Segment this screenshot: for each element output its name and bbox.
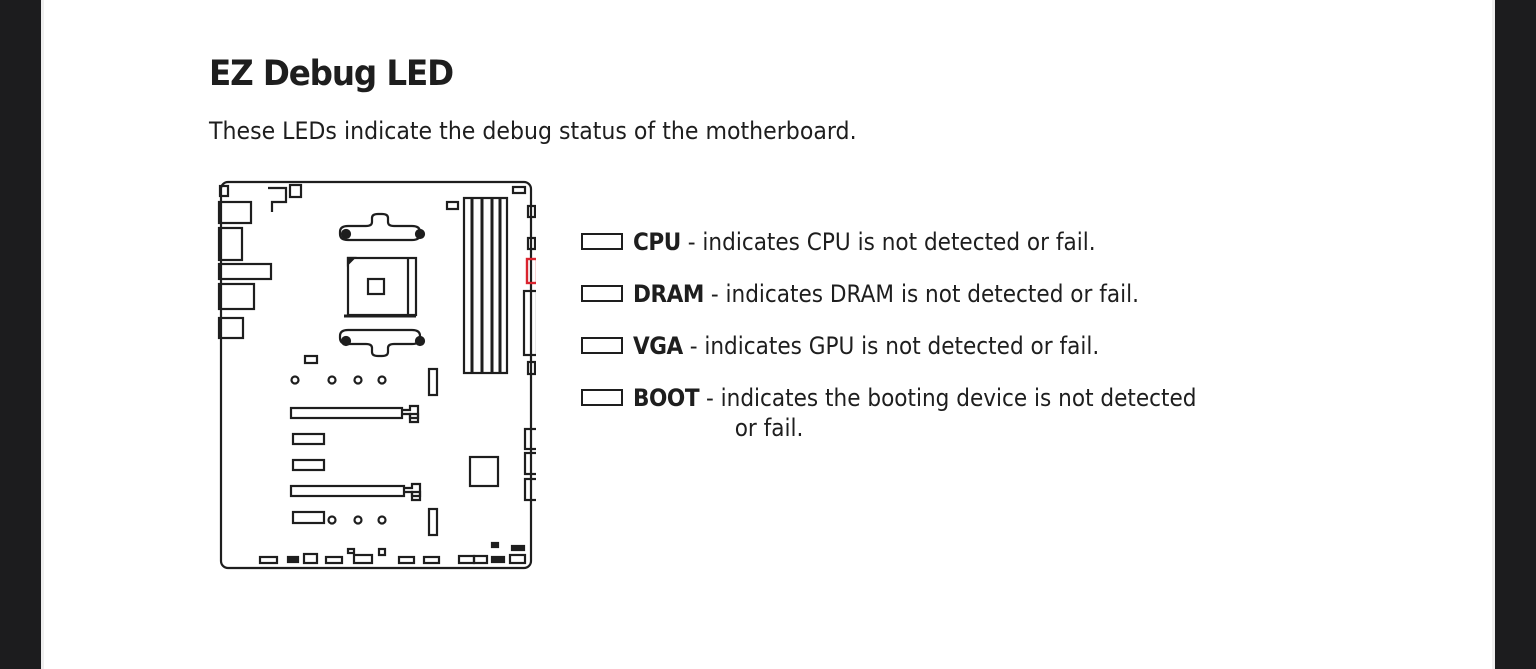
bottom-header	[457, 554, 476, 565]
led-text: BOOT - indicates the booting device is n…	[633, 383, 1197, 443]
led-separator: -	[699, 384, 721, 412]
bottom-header-small	[490, 541, 500, 549]
led-separator: -	[680, 228, 703, 256]
pcie-x16-slot-2	[289, 484, 406, 498]
ez-debug-led-highlight	[525, 257, 536, 285]
led-name: BOOT	[633, 384, 700, 412]
led-description: indicates CPU is not detected or fail.	[702, 228, 1096, 256]
led-indicator-icon	[581, 233, 623, 250]
standoff-hole	[377, 375, 387, 385]
sata-port	[523, 427, 536, 451]
led-name: DRAM	[633, 280, 704, 308]
chipset	[468, 455, 500, 488]
bottom-header-small	[346, 547, 356, 555]
mount-screw	[340, 335, 352, 347]
mount-screw	[414, 228, 426, 240]
bottom-header	[472, 554, 489, 565]
led-description: indicates DRAM is not detected or fail.	[725, 280, 1139, 308]
standoff-hole	[327, 375, 337, 385]
cpu-power-connector-2	[288, 183, 303, 199]
io-port	[217, 262, 273, 281]
atx-power-connector	[522, 289, 536, 357]
pcie-latch-1b	[408, 412, 420, 424]
standoff-hole	[353, 375, 363, 385]
standoff-hole	[290, 375, 300, 385]
io-port	[217, 200, 253, 225]
bottom-header	[422, 555, 441, 565]
standoff-hole	[327, 515, 337, 525]
motherboard-diagram	[216, 178, 536, 573]
pcie-x16-slot-1	[289, 406, 404, 420]
led-text: VGA - indicates GPU is not detected or f…	[633, 331, 1099, 361]
bottom-header	[324, 555, 344, 565]
bottom-header	[302, 552, 319, 565]
heatsink-bracket-bottom	[338, 328, 422, 358]
m2-header	[427, 367, 439, 397]
led-text: CPU - indicates CPU is not detected or f…	[633, 227, 1096, 257]
bottom-header-filled	[286, 555, 300, 564]
led-description: indicates GPU is not detected or fail.	[704, 332, 1100, 360]
bottom-header	[397, 555, 416, 565]
bottom-header-small	[377, 547, 387, 557]
heatsink-bracket-top	[338, 212, 422, 242]
pcie-x1-slot-2	[291, 458, 326, 472]
bottom-header	[258, 555, 279, 565]
cpu-socket-corner	[346, 256, 357, 267]
led-description: indicates the booting device is not dete…	[720, 384, 1197, 412]
dimm-small-header	[445, 200, 460, 211]
bottom-header	[352, 553, 374, 565]
led-description-continued: or fail.	[734, 414, 804, 442]
io-port	[217, 316, 245, 340]
led-indicator-icon	[581, 337, 623, 354]
standoff-hole	[377, 515, 387, 525]
led-separator: -	[703, 280, 726, 308]
front-header	[427, 507, 439, 537]
io-port	[217, 226, 244, 262]
top-right-header	[511, 185, 527, 195]
fan-header	[526, 236, 536, 251]
bottom-header-filled	[490, 555, 506, 564]
usb-header	[526, 360, 536, 376]
pcie-latch-2b	[410, 490, 422, 502]
cpu-power-connector	[268, 186, 288, 212]
led-name: CPU	[633, 228, 681, 256]
section-intro: These LEDs indicate the debug status of …	[209, 117, 857, 145]
mount-screw	[414, 335, 426, 347]
manual-page: EZ Debug LED These LEDs indicate the deb…	[44, 0, 1492, 669]
led-indicator-icon	[581, 389, 623, 406]
bottom-header-small	[510, 544, 526, 552]
cpu-die	[366, 277, 386, 296]
led-name: VGA	[633, 332, 683, 360]
io-small-connector	[218, 184, 230, 198]
mount-screw	[340, 228, 352, 240]
m2-slot	[291, 510, 326, 525]
io-port	[217, 282, 256, 311]
small-chip	[303, 354, 319, 365]
standoff-hole	[353, 515, 363, 525]
led-text: DRAM - indicates DRAM is not detected or…	[633, 279, 1139, 309]
fan-header	[526, 204, 536, 219]
bottom-header	[508, 553, 527, 565]
sata-port	[523, 451, 536, 476]
motherboard-svg	[217, 180, 536, 570]
pcie-x1-slot-1	[291, 432, 326, 446]
dimm-slot-group	[462, 196, 509, 375]
led-separator: -	[682, 332, 705, 360]
led-indicator-icon	[581, 285, 623, 302]
cpu-socket	[346, 256, 418, 317]
sata-port	[523, 477, 536, 502]
section-title: EZ Debug LED	[209, 54, 454, 94]
